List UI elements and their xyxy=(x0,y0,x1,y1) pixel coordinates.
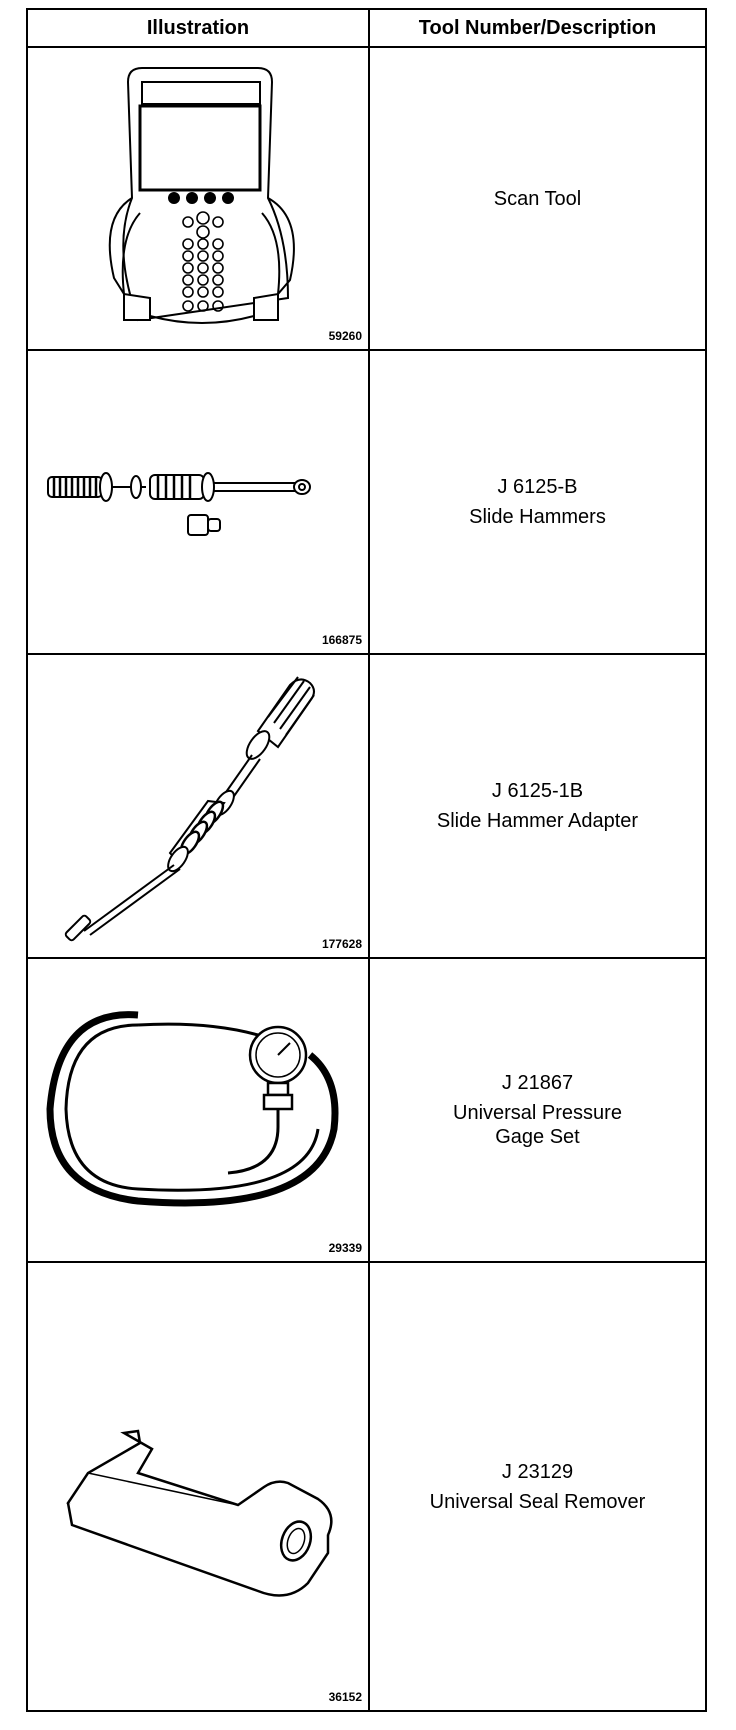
illustration-cell: 59260 xyxy=(28,48,368,349)
illustration-cell: 177628 xyxy=(28,655,368,957)
illustration-cell: 36152 xyxy=(28,1263,368,1710)
tool-name-line-2: Gage Set xyxy=(495,1126,580,1148)
figure-number: 36152 xyxy=(328,1690,362,1704)
tool-description-cell: Scan Tool xyxy=(370,48,705,349)
pressure-gage-icon xyxy=(46,1011,339,1207)
tool-number: J 21867 xyxy=(501,1072,574,1094)
tool-name: Scan Tool xyxy=(493,187,582,210)
tool-description-cell: J 23129 Universal Seal Remover xyxy=(370,1263,705,1710)
tool-description-cell: J 6125-B Slide Hammers xyxy=(370,351,705,653)
slide-hammer-adapter-icon xyxy=(64,676,315,942)
table-header: Illustration Tool Number/Description xyxy=(28,10,705,48)
tool-name: Slide Hammers xyxy=(469,506,606,528)
table-row: 59260 Scan Tool xyxy=(28,48,705,351)
tool-name: Slide Hammer Adapter xyxy=(436,810,639,832)
illustration-cell: 29339 xyxy=(28,959,368,1261)
tool-table: Illustration Tool Number/Description xyxy=(26,8,707,1712)
scan-tool-icon xyxy=(108,67,295,324)
slide-hammers-icon xyxy=(47,472,311,536)
table-row: 166875 J 6125-B Slide Hammers xyxy=(28,351,705,655)
tool-number: J 6125-1B xyxy=(491,780,584,802)
tool-number: J 23129 xyxy=(501,1460,574,1483)
figure-number: 29339 xyxy=(328,1241,362,1255)
header-illustration: Illustration xyxy=(146,17,250,39)
table-row: 177628 J 6125-1B Slide Hammer Adapter xyxy=(28,655,705,959)
tool-description-cell: J 6125-1B Slide Hammer Adapter xyxy=(370,655,705,957)
figure-number: 177628 xyxy=(321,937,362,951)
header-tool-description: Tool Number/Description xyxy=(418,17,657,39)
illustration-cell: 166875 xyxy=(28,351,368,653)
table-row: 36152 J 23129 Universal Seal Remover xyxy=(28,1263,705,1710)
column-divider xyxy=(368,10,370,1710)
figure-number: 166875 xyxy=(321,633,362,647)
tool-number: J 6125-B xyxy=(497,476,578,498)
table-row: 29339 J 21867 Universal Pressure Gage Se… xyxy=(28,959,705,1263)
seal-remover-icon xyxy=(66,1429,333,1597)
tool-name: Universal Pressure xyxy=(453,1102,622,1124)
figure-number: 59260 xyxy=(328,329,362,343)
tool-name: Universal Seal Remover xyxy=(429,1490,646,1513)
tool-description-cell: J 21867 Universal Pressure Gage Set xyxy=(370,959,705,1261)
